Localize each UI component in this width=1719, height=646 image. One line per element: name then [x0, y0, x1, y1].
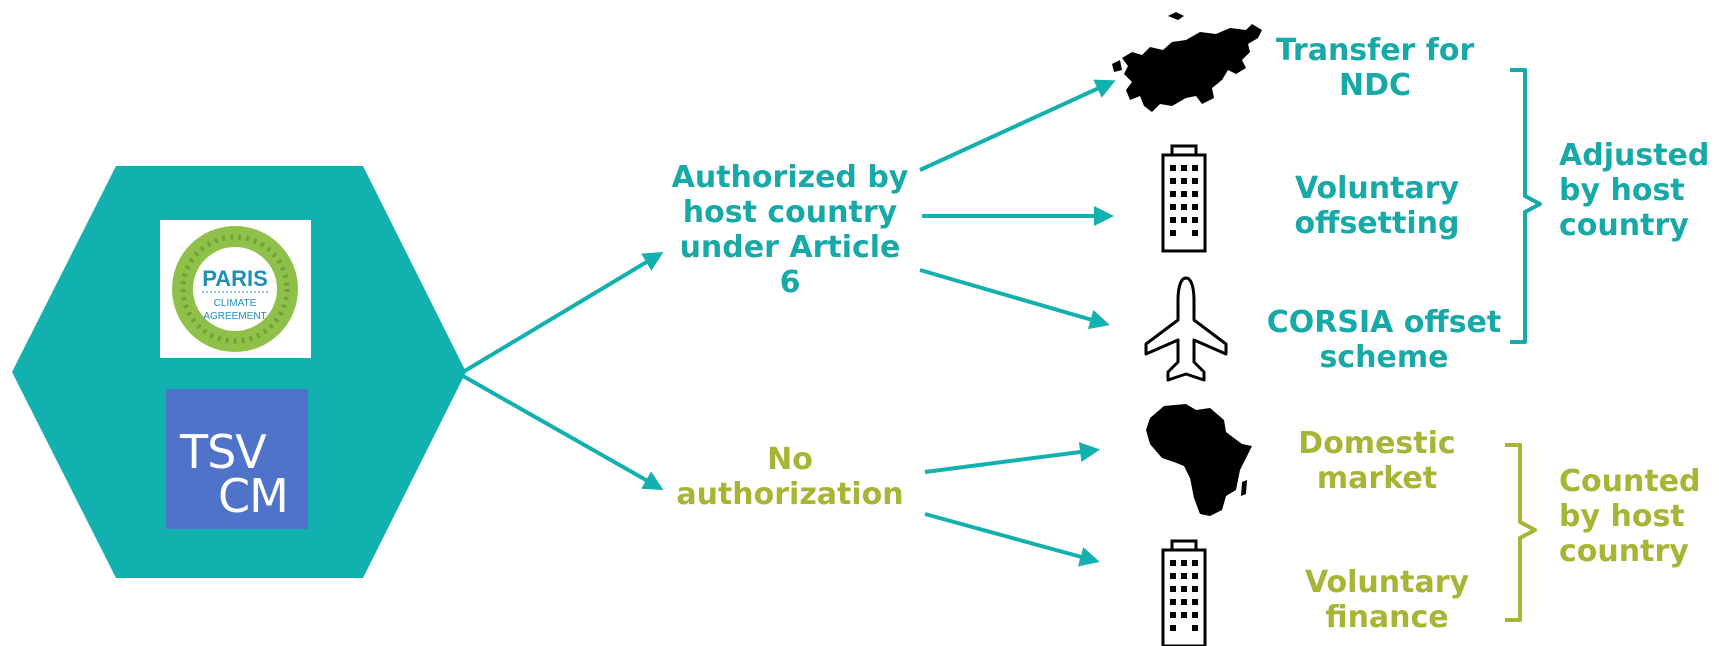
tsvcm-logo-bottom: CM — [218, 469, 289, 523]
building-icon — [1161, 144, 1207, 253]
counted-line-2: by host — [1559, 499, 1685, 534]
authorized-line-3: under Article — [679, 230, 901, 265]
use-transfer-ndc-label: Transfer for NDC — [1240, 33, 1510, 103]
paris-logo-line2: CLIMATE — [214, 298, 257, 309]
africa-map-icon — [1146, 404, 1252, 516]
madagascar-icon — [1241, 480, 1247, 496]
arrow-noauth-to-finance — [924, 512, 1100, 567]
no-authorization-line-2: authorization — [676, 477, 904, 512]
adjusted-line-3: country — [1559, 208, 1689, 243]
paris-logo-line3: AGREEMENT — [203, 311, 266, 322]
no-authorization-branch-label: No authorization — [640, 442, 940, 512]
arrow-authorized-to-ndc — [919, 79, 1116, 172]
use-voluntary-offsetting-label: Voluntary offsetting — [1252, 171, 1502, 241]
use-corsia-line-2: scheme — [1319, 340, 1449, 375]
arrow-noauth-to-domestic — [924, 442, 1100, 474]
use-voluntary-finance-label: Voluntary finance — [1262, 565, 1512, 635]
arrow-hex-to-authorized — [461, 251, 664, 374]
authorized-line-1: Authorized by — [671, 160, 909, 195]
use-transfer-ndc-line-2: NDC — [1338, 68, 1412, 103]
no-authorization-line-1: No — [767, 442, 813, 477]
tsvcm-logo-top: TSV — [180, 425, 267, 479]
building-icon — [1161, 539, 1207, 646]
tsvcm-logo: TSV CM — [166, 389, 308, 529]
paris-agreement-logo: PARIS CLIMATE AGREEMENT — [160, 220, 311, 358]
paris-logo-word: PARIS — [202, 266, 268, 291]
authorized-line-4: 6 — [779, 265, 801, 300]
arrow-hex-to-no-authorization — [462, 374, 664, 490]
adjusted-line-2: by host — [1559, 173, 1685, 208]
use-domestic-market-line-1: Domestic — [1298, 426, 1456, 461]
use-voluntary-finance-line-1: Voluntary — [1304, 565, 1470, 600]
authorized-line-2: host country — [682, 195, 898, 230]
use-voluntary-offsetting-line-1: Voluntary — [1294, 171, 1460, 206]
use-voluntary-offsetting-line-2: offsetting — [1294, 206, 1460, 241]
adjusted-group-label: Adjusted by host country — [1559, 138, 1719, 243]
paris-logo-graphic: PARIS CLIMATE AGREEMENT — [172, 226, 298, 352]
counted-bracket — [1505, 443, 1537, 622]
arrow-authorized-to-corsia — [919, 268, 1110, 330]
counted-line-1: Counted — [1559, 464, 1701, 499]
use-domestic-market-line-2: market — [1316, 461, 1438, 496]
counted-group-label: Counted by host country — [1559, 464, 1719, 569]
use-voluntary-finance-line-2: finance — [1325, 600, 1449, 635]
source-hexagon — [12, 166, 466, 578]
adjusted-bracket — [1510, 68, 1542, 344]
adjusted-line-1: Adjusted — [1559, 138, 1710, 173]
use-transfer-ndc-line-1: Transfer for — [1275, 33, 1475, 68]
authorized-branch-label: Authorized by host country under Article… — [640, 160, 940, 300]
counted-line-3: country — [1559, 534, 1689, 569]
use-corsia-line-1: CORSIA offset — [1266, 305, 1502, 340]
use-corsia-label: CORSIA offset scheme — [1244, 305, 1524, 375]
europe-map-icon — [1112, 12, 1262, 112]
use-domestic-market-label: Domestic market — [1262, 426, 1492, 496]
airplane-icon — [1144, 276, 1228, 382]
